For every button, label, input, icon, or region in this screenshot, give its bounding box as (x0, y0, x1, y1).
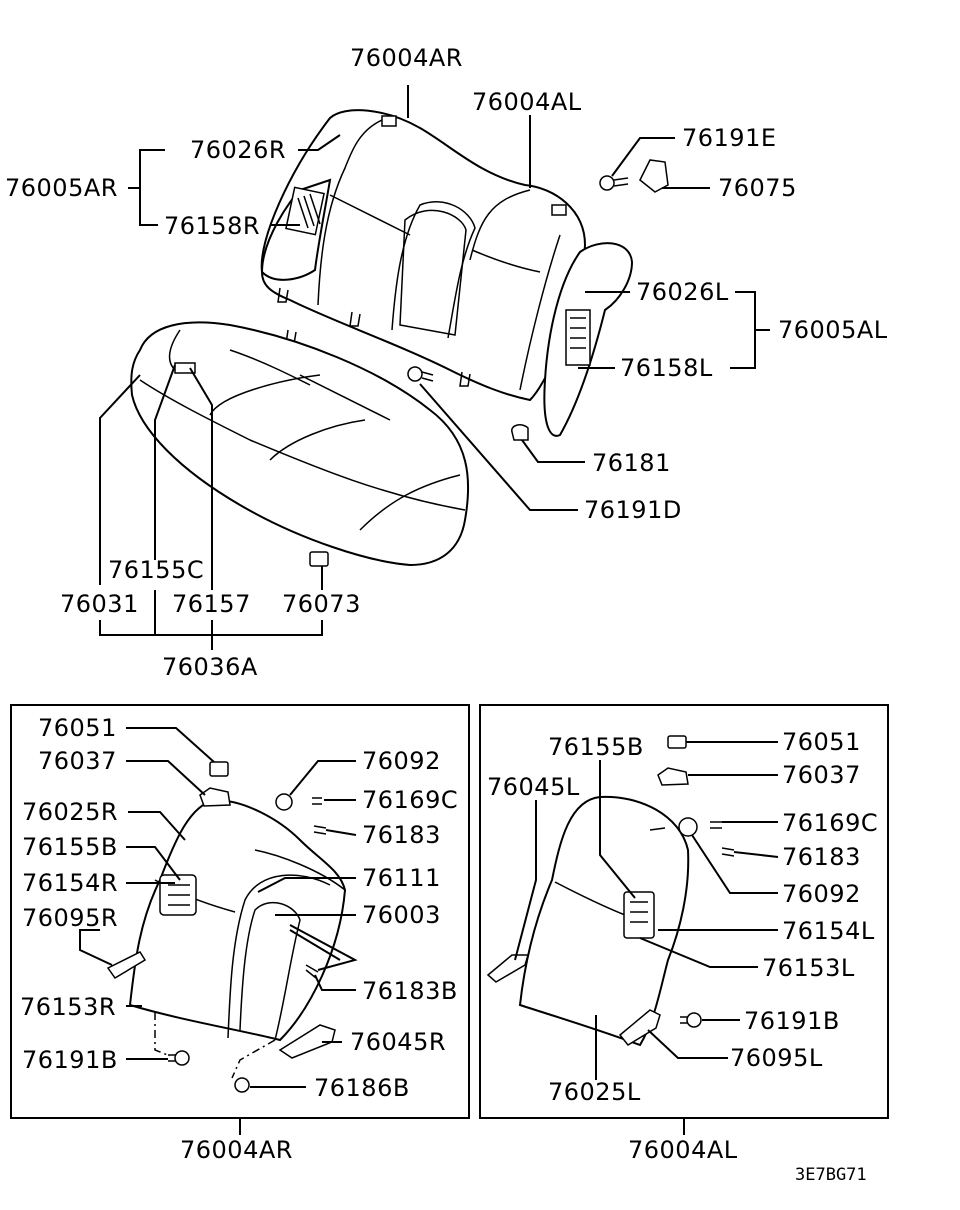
right-box-labels: 76155B 76051 76045L 76037 76169C 76183 7… (487, 728, 878, 1164)
label-76155C: 76155C (108, 556, 204, 584)
label-76045R: 76045R (350, 1028, 446, 1056)
label-76157: 76157 (172, 590, 251, 618)
leader-lines-right-box (514, 741, 779, 1135)
label-76155B-right: 76155B (548, 733, 644, 761)
seat-cushion (130, 321, 470, 567)
label-76051-right: 76051 (782, 728, 861, 756)
label-76169C-right: 76169C (782, 809, 878, 837)
label-76183-right: 76183 (782, 843, 861, 871)
seat-back-assembly (260, 109, 587, 420)
label-76004AL-top: 76004AL (472, 88, 582, 116)
label-76031: 76031 (60, 590, 139, 618)
seat-back-right-detail (106, 761, 347, 1093)
seat-back-left-detail (486, 735, 735, 1047)
leader-lines-top (99, 85, 770, 650)
diagram-code: 3E7BG71 (795, 1165, 867, 1185)
label-76191D: 76191D (584, 496, 682, 524)
label-76183-left: 76183 (362, 821, 441, 849)
label-76191B-right: 76191B (744, 1007, 840, 1035)
label-76004AR-top: 76004AR (350, 44, 463, 72)
label-76158R: 76158R (164, 212, 260, 240)
label-76181: 76181 (592, 449, 671, 477)
label-76003: 76003 (362, 901, 441, 929)
label-76036A: 76036A (162, 653, 258, 681)
label-76005AL: 76005AL (778, 316, 888, 344)
label-76186B: 76186B (314, 1074, 410, 1102)
label-76005AR: 76005AR (5, 174, 118, 202)
label-76037-right: 76037 (782, 761, 861, 789)
label-76169C-left: 76169C (362, 786, 458, 814)
label-76158L: 76158L (620, 354, 713, 382)
label-76153R: 76153R (20, 993, 116, 1021)
caption-76004AR: 76004AR (180, 1136, 293, 1164)
label-76092-right: 76092 (782, 880, 861, 908)
top-labels: 76004AR 76004AL 76026R 76005AR 76158R 76… (5, 44, 888, 681)
label-76191B-left: 76191B (22, 1046, 118, 1074)
label-76026R: 76026R (190, 136, 286, 164)
side-bolster-right (260, 178, 332, 281)
label-76154L: 76154L (782, 917, 875, 945)
label-76075: 76075 (718, 174, 797, 202)
label-76025R: 76025R (22, 798, 118, 826)
label-76037-left: 76037 (38, 747, 117, 775)
label-76191E: 76191E (682, 124, 777, 152)
label-76111: 76111 (362, 864, 441, 892)
label-76155B-left: 76155B (22, 833, 118, 861)
leader-lines-left-box (79, 727, 358, 1135)
label-76153L: 76153L (762, 954, 855, 982)
label-76073: 76073 (282, 590, 361, 618)
caption-76004AL: 76004AL (628, 1136, 738, 1164)
label-76045L: 76045L (487, 773, 580, 801)
label-76092-left: 76092 (362, 747, 441, 775)
label-76154R: 76154R (22, 869, 118, 897)
left-box-labels: 76051 76037 76092 76169C 76025R 76183 76… (20, 714, 458, 1164)
label-76025L: 76025L (548, 1078, 641, 1106)
label-76051-left: 76051 (38, 714, 117, 742)
label-76095R: 76095R (22, 904, 118, 932)
label-76183B: 76183B (362, 977, 458, 1005)
label-76026L: 76026L (636, 278, 729, 306)
fasteners-top (309, 159, 669, 567)
label-76095L: 76095L (730, 1044, 823, 1072)
